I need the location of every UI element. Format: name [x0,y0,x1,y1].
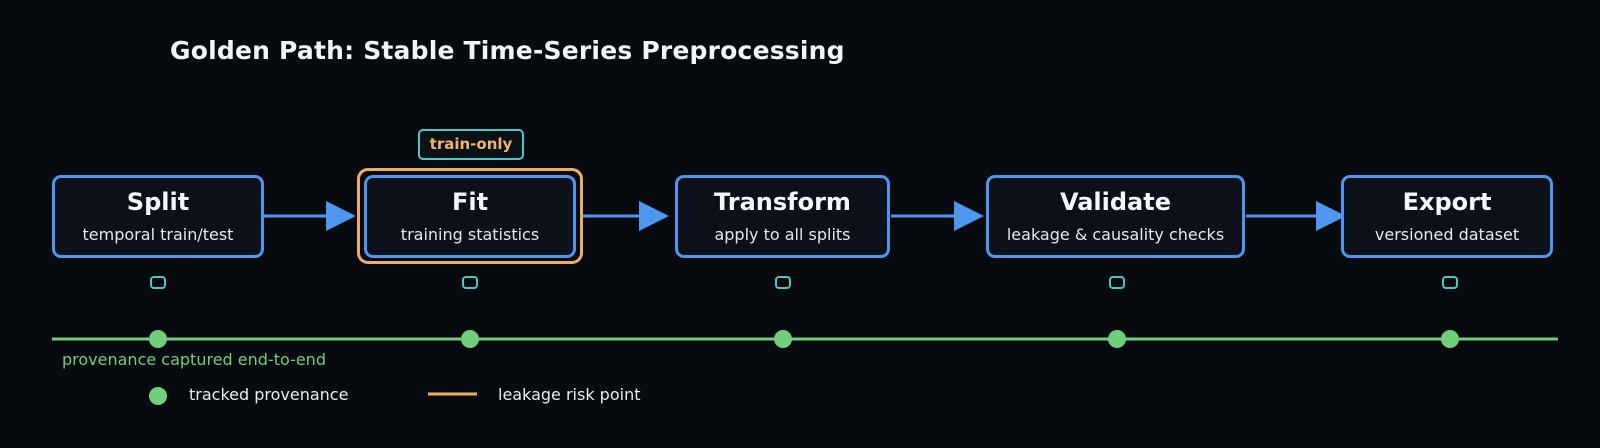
stage-validate-name: Validate [1059,188,1172,216]
legend-risk-label: leakage risk point [498,385,641,404]
stage-export[interactable]: Export versioned dataset [1341,175,1553,258]
provenance-dot-transform [774,330,792,348]
stage-split-sub: temporal train/test [82,225,234,244]
stage-export-name: Export [1402,188,1492,216]
stage-transform-sub: apply to all splits [714,225,851,244]
provenance-chip-icon [775,276,791,289]
legend-tracked-label: tracked provenance [189,385,349,404]
stage-transform[interactable]: Transform apply to all splits [675,175,890,258]
train-only-badge: train-only [418,129,524,160]
provenance-dot-split [149,330,167,348]
provenance-chip-icon [1442,276,1458,289]
provenance-dot-fit [461,330,479,348]
stage-split-name: Split [126,188,190,216]
stage-export-sub: versioned dataset [1374,225,1520,244]
page-title: Golden Path: Stable Time-Series Preproce… [170,36,845,65]
provenance-chip-icon [1109,276,1125,289]
stage-validate[interactable]: Validate leakage & causality checks [986,175,1245,258]
stage-fit-sub: training statistics [400,225,540,244]
provenance-chip-icon [150,276,166,289]
provenance-dot-export [1441,330,1459,348]
stage-fit[interactable]: Fit training statistics [364,175,576,258]
stage-transform-name: Transform [714,188,851,216]
provenance-chip-icon [462,276,478,289]
stage-validate-sub: leakage & causality checks [1006,225,1225,244]
stage-split[interactable]: Split temporal train/test [52,175,264,258]
provenance-caption: provenance captured end-to-end [62,350,326,369]
leakage-risk-highlight [357,168,583,264]
stage-fit-name: Fit [451,188,489,216]
provenance-dot-validate [1108,330,1126,348]
legend-dot-icon [149,387,167,405]
